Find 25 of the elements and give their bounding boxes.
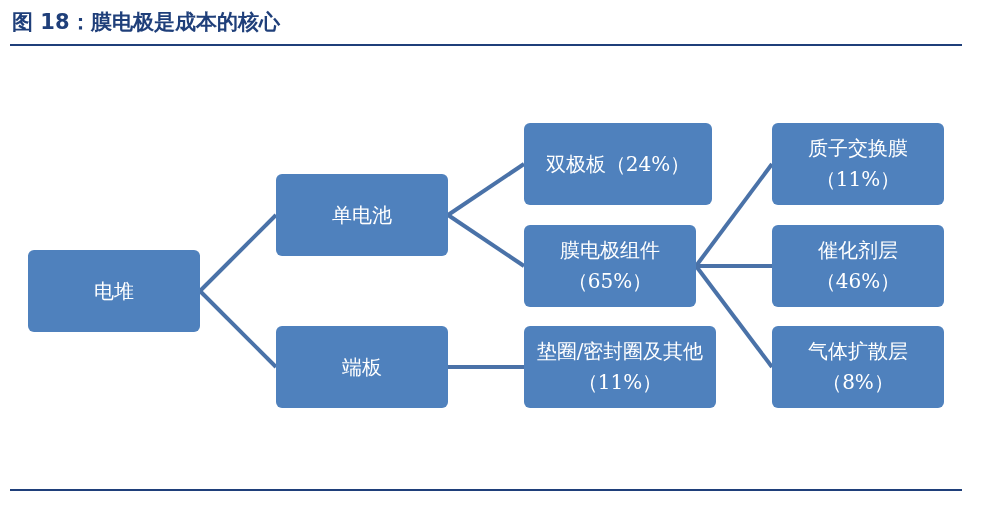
connector-line (198, 289, 278, 369)
box-label: 单电池 (332, 201, 392, 229)
box-label: 垫圈/密封圈及其他（11%） (535, 338, 705, 396)
process-box (276, 174, 448, 256)
box-label: 双极板（24%） (545, 150, 691, 178)
box-label: 气体扩散层（8%） (807, 338, 909, 396)
box-label: 电堆 (94, 277, 134, 305)
box-label: 质子交换膜（11%） (807, 135, 909, 193)
connector-line (448, 365, 524, 369)
process-box (524, 326, 716, 408)
connector-line (446, 213, 526, 268)
connector-line (696, 264, 772, 268)
connector-line (446, 162, 526, 217)
process-box (772, 123, 944, 205)
box-label: 端板 (342, 353, 382, 381)
process-box (772, 326, 944, 408)
figure-title: 图 18：膜电极是成本的核心 (12, 9, 280, 36)
process-box (28, 250, 200, 332)
process-box (276, 326, 448, 408)
process-box (772, 225, 944, 307)
box-label: 催化剂层（46%） (814, 237, 902, 295)
process-box (524, 123, 712, 205)
connector-line (198, 213, 278, 293)
box-label: 膜电极组件（65%） (559, 237, 661, 295)
process-box (524, 225, 696, 307)
